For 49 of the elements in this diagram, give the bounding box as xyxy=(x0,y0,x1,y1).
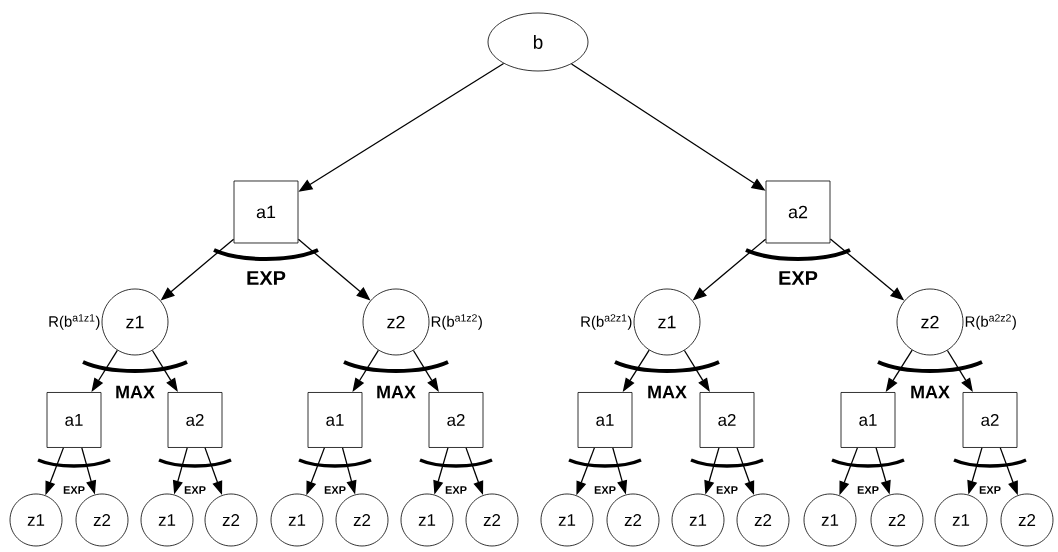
circle-node: z2 xyxy=(736,493,790,547)
square-node: a2 xyxy=(962,392,1018,448)
circle-node: z1 xyxy=(140,493,194,547)
square-node: a1 xyxy=(233,180,299,244)
operator-label: EXP xyxy=(779,271,818,285)
circle-node: z2 xyxy=(1000,493,1054,547)
operator-label: EXP xyxy=(324,486,346,494)
circle-node: z1 xyxy=(101,288,169,356)
circle-node: z2 xyxy=(335,493,389,547)
square-node: a1 xyxy=(840,392,896,448)
operator-label: MAX xyxy=(911,385,950,399)
circle-node: z1 xyxy=(400,493,454,547)
circle-node: z2 xyxy=(204,493,258,547)
circle-node: z1 xyxy=(671,493,725,547)
square-node: a2 xyxy=(428,392,484,448)
operator-label: EXP xyxy=(594,486,616,494)
circle-node: z1 xyxy=(9,493,63,547)
operator-label: MAX xyxy=(377,385,416,399)
circle-node: z1 xyxy=(270,493,324,547)
circle-node: z2 xyxy=(75,493,129,547)
circle-node: z2 xyxy=(606,493,660,547)
operator-label: EXP xyxy=(716,486,738,494)
reward-label: R(b$^{a1z2}$) xyxy=(431,314,482,330)
circle-node: z2 xyxy=(896,288,964,356)
operator-label: EXP xyxy=(247,271,286,285)
reward-label: R(b$^{a2z1}$) xyxy=(581,314,632,330)
reward-label: R(b$^{a1z1}$) xyxy=(49,314,100,330)
square-node: a2 xyxy=(167,392,223,448)
square-node: a1 xyxy=(307,392,363,448)
operator-label: EXP xyxy=(184,486,206,494)
operator-label: EXP xyxy=(63,486,85,494)
circle-node: z1 xyxy=(540,493,594,547)
circle-node: z1 xyxy=(934,493,988,547)
square-node: a2 xyxy=(699,392,755,448)
circle-node: z1 xyxy=(803,493,857,547)
operator-label: EXP xyxy=(979,486,1001,494)
operator-label: MAX xyxy=(116,385,155,399)
operator-label: EXP xyxy=(857,486,879,494)
operator-label: EXP xyxy=(445,486,467,494)
circle-node: z1 xyxy=(633,288,701,356)
ellipse-node: b xyxy=(487,12,589,72)
circle-node: z2 xyxy=(465,493,519,547)
square-node: a2 xyxy=(765,180,831,244)
circle-node: z2 xyxy=(870,493,924,547)
square-node: a1 xyxy=(46,392,102,448)
square-node: a1 xyxy=(577,392,633,448)
reward-label: R(b$^{a2z2}$) xyxy=(965,314,1016,330)
operator-label: MAX xyxy=(648,385,687,399)
circle-node: z2 xyxy=(362,288,430,356)
